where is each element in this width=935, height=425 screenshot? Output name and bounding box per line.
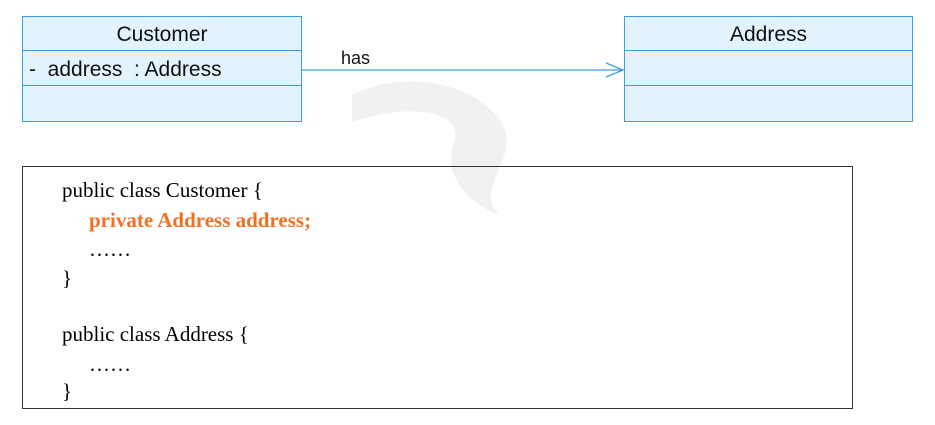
code-line-address-class: public class Address { [62,322,249,346]
customer-class-name: Customer [23,17,301,51]
customer-attribute-address: - address : Address [23,51,301,86]
code-line-private-field: private Address address; [89,208,312,232]
code-line-ellipsis-2: …… [89,352,131,376]
arrowhead-icon [605,62,625,78]
code-line-close-brace-2: } [62,379,73,403]
code-panel: public class Customer { private Address … [22,166,853,409]
address-class-box[interactable]: Address [624,16,913,122]
code-line-ellipsis: …… [89,237,131,261]
code-line-close-brace: } [62,266,73,290]
address-class-name: Address [625,17,912,51]
association-label: has [341,48,371,68]
code-line-customer-class: public class Customer { [62,178,263,202]
customer-class-box[interactable]: Customer - address : Address [22,16,302,122]
address-attributes-compartment [625,51,912,86]
